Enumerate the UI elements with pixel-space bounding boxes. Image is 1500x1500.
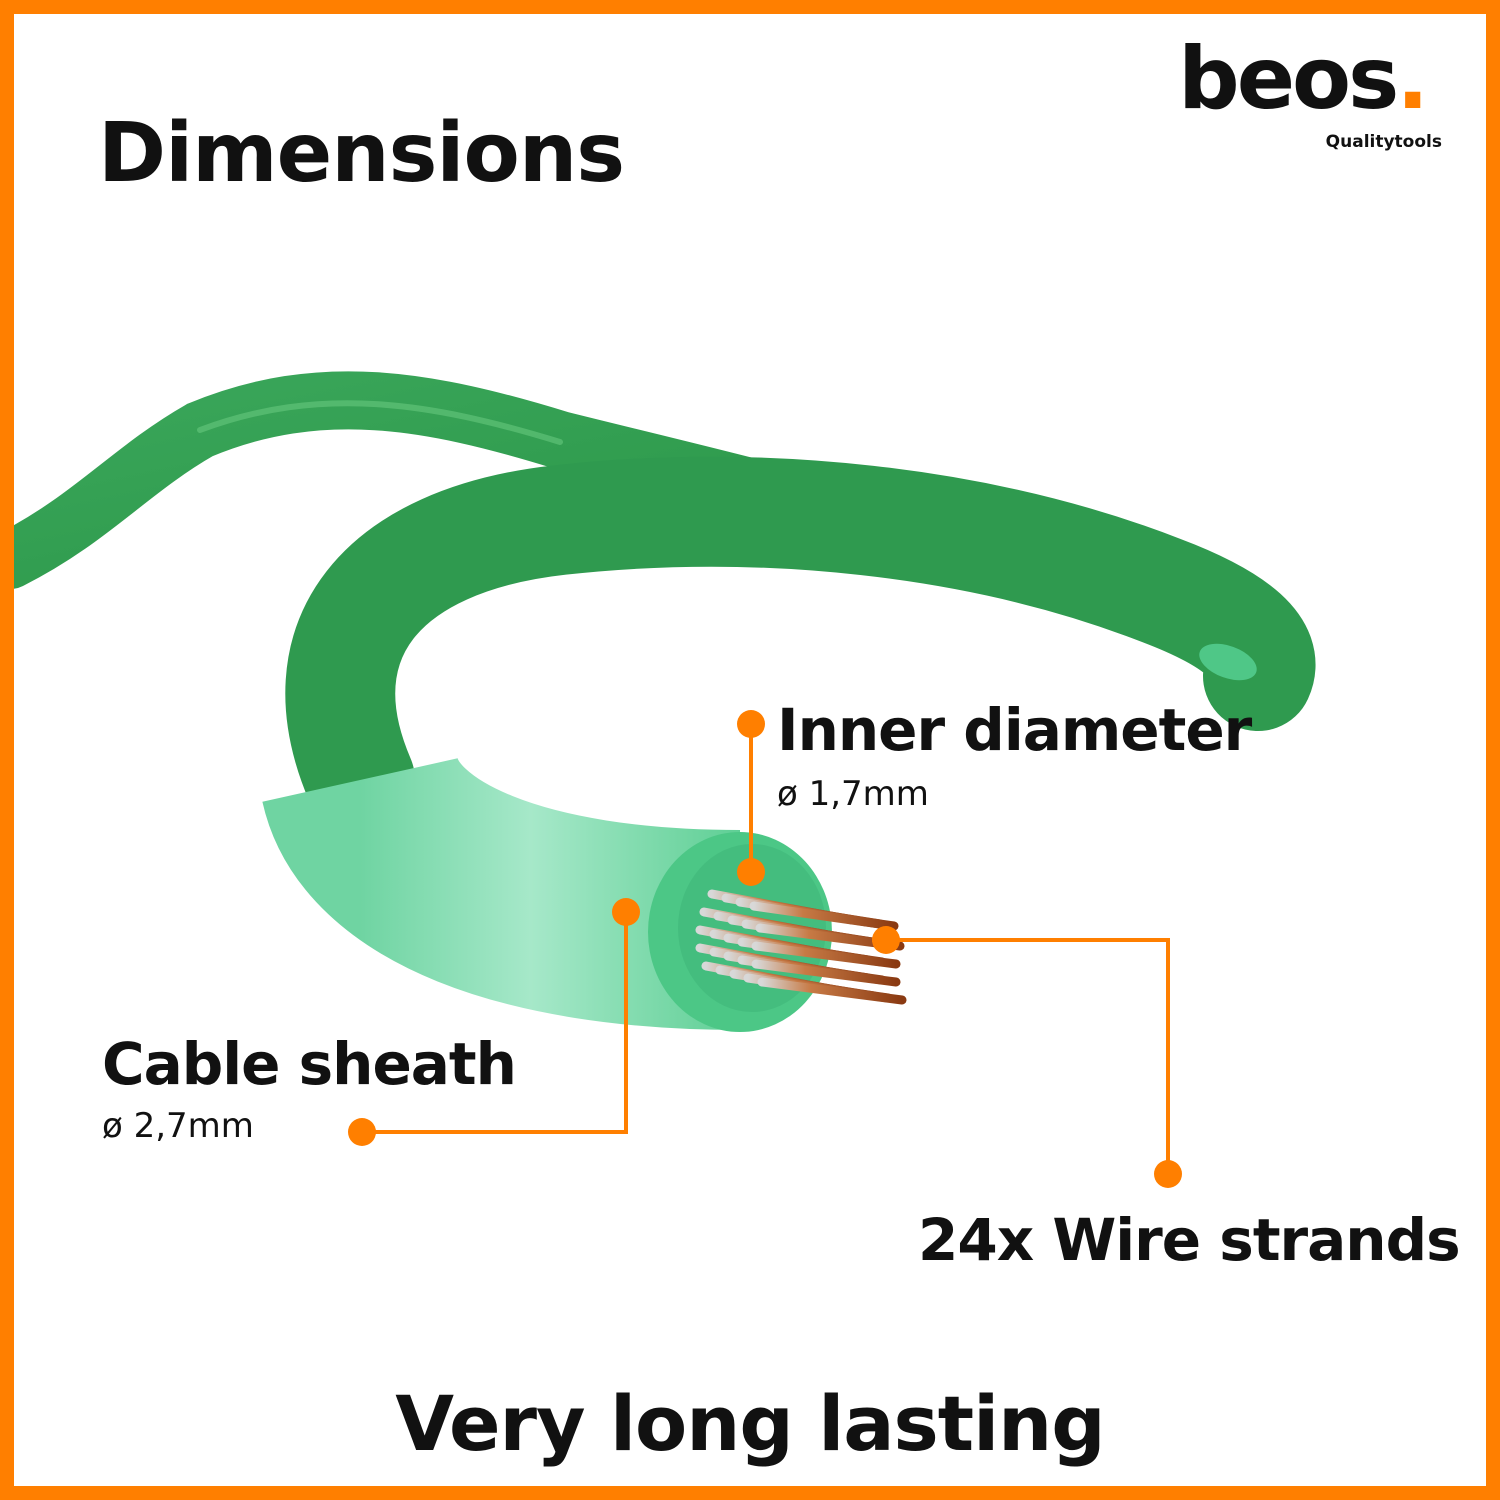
cable-sheath-dot-start (612, 898, 640, 926)
wire-strands-dot-start (872, 926, 900, 954)
footer-tagline: Very long lasting (395, 1379, 1105, 1468)
copper-strand (757, 977, 907, 1005)
copper-strand (751, 941, 901, 969)
brand-logo: beos. (1178, 36, 1429, 122)
cable-back-highlight (197, 400, 563, 445)
inner-diameter-label: Inner diameter (777, 696, 1252, 764)
logo-wordmark: beos (1178, 29, 1399, 129)
cable-sheath-value: ø 2,7mm (102, 1106, 254, 1146)
inner-diameter-dot-bottom (737, 858, 765, 886)
cable-sheath-label: Cable sheath (102, 1030, 517, 1098)
inner-diameter-value: ø 1,7mm (777, 774, 929, 814)
wire-strands-label: 24x Wire strands (918, 1206, 1461, 1274)
logo-tagline: Qualitytools (1325, 132, 1442, 152)
copper-strand (749, 901, 899, 931)
cable-sheath-connector (362, 912, 628, 1134)
page-title: Dimensions (98, 106, 625, 201)
inner-diameter-dot-top (737, 710, 765, 738)
cable-arc (285, 456, 1316, 835)
logo-dot: . (1396, 29, 1429, 129)
cable-sheath-dot-end (348, 1118, 376, 1146)
wire-strands (695, 889, 907, 1005)
wire-strands-dot-end (1154, 1160, 1182, 1188)
cable-tail-end (1199, 643, 1257, 681)
copper-strand (751, 959, 901, 987)
wire-strands-connector (872, 938, 1170, 1174)
